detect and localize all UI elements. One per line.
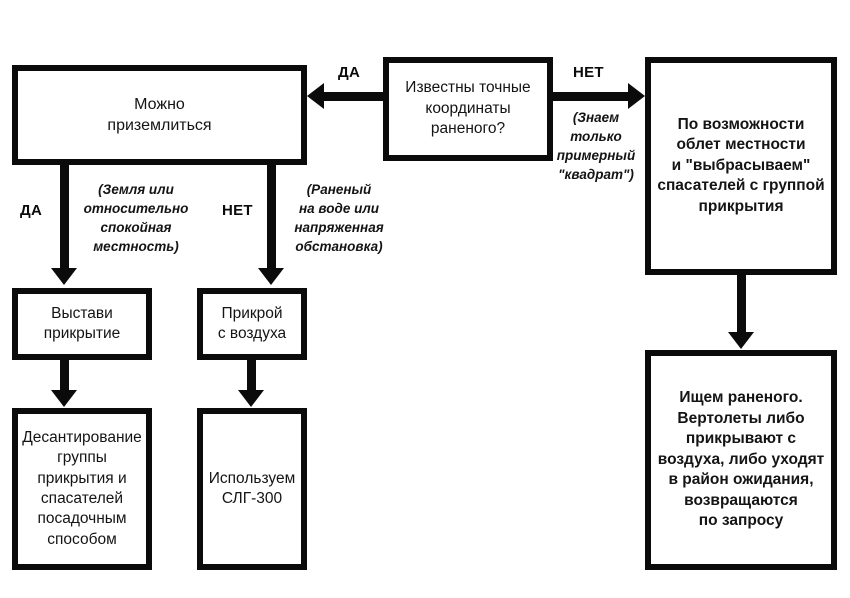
edge-set-cover-to-deployment-arrowhead [51,390,77,407]
edge-landing-to-cover-air-line [267,165,276,268]
edge-question-to-landing-arrowhead [307,83,324,109]
edge-note-ground-calm: (Земля или относительно спокойная местно… [83,182,189,255]
node-coordinates-question-label: Известны точные координаты раненого? [405,79,531,138]
node-coordinates-question[interactable]: Известны точные координаты раненого? [383,57,553,161]
node-use-slg-300[interactable]: Используем СЛГ-300 [197,408,307,570]
node-search-wounded-label: Ищем раненого. Вертолеты либо прикрывают… [657,389,825,530]
edge-landing-to-cover-air-arrowhead [258,268,284,285]
node-use-slg-300-label: Используем СЛГ-300 [208,469,296,507]
node-set-cover[interactable]: Выстави прикрытие [12,288,152,360]
edge-label-yes-landing: ДА [338,64,361,81]
edge-note-water-tense: (Раненый на воде или напряженная обстано… [294,182,384,255]
node-can-land[interactable]: Можно приземлиться [12,65,307,165]
edge-question-to-flyover-arrowhead [628,83,645,109]
edge-label-yes-ground: ДА [20,202,43,219]
edge-set-cover-to-deployment-line [60,360,69,391]
edge-note-approx-square: (Знаем только примерный "квадрат") [556,110,636,183]
edge-cover-air-to-slg-arrowhead [238,390,264,407]
edge-label-no-flyover: НЕТ [573,64,604,81]
edge-label-no-air: НЕТ [222,202,253,219]
edge-cover-air-to-slg-line [247,360,256,391]
node-flyover-drop-rescuers[interactable]: По возможности облет местности и "выбрас… [645,57,837,275]
node-cover-from-air-label: Прикрой с воздуха [217,304,287,342]
node-landing-deployment[interactable]: Десантирование группы прикрытия и спасат… [12,408,152,570]
edge-flyover-to-search-line [737,275,746,333]
node-flyover-drop-rescuers-label: По возможности облет местности и "выбрас… [657,115,825,215]
node-landing-deployment-label: Десантирование группы прикрытия и спасат… [22,428,142,548]
node-cover-from-air[interactable]: Прикрой с воздуха [197,288,307,360]
edge-landing-to-set-cover-arrowhead [51,268,77,285]
edge-question-to-landing-line [324,92,383,101]
node-set-cover-label: Выстави прикрытие [43,304,121,342]
node-search-wounded[interactable]: Ищем раненого. Вертолеты либо прикрывают… [645,350,837,570]
edge-flyover-to-search-arrowhead [728,332,754,349]
node-can-land-label: Можно приземлиться [107,95,212,134]
edge-question-to-flyover-line [553,92,628,101]
edge-landing-to-set-cover-line [60,165,69,268]
